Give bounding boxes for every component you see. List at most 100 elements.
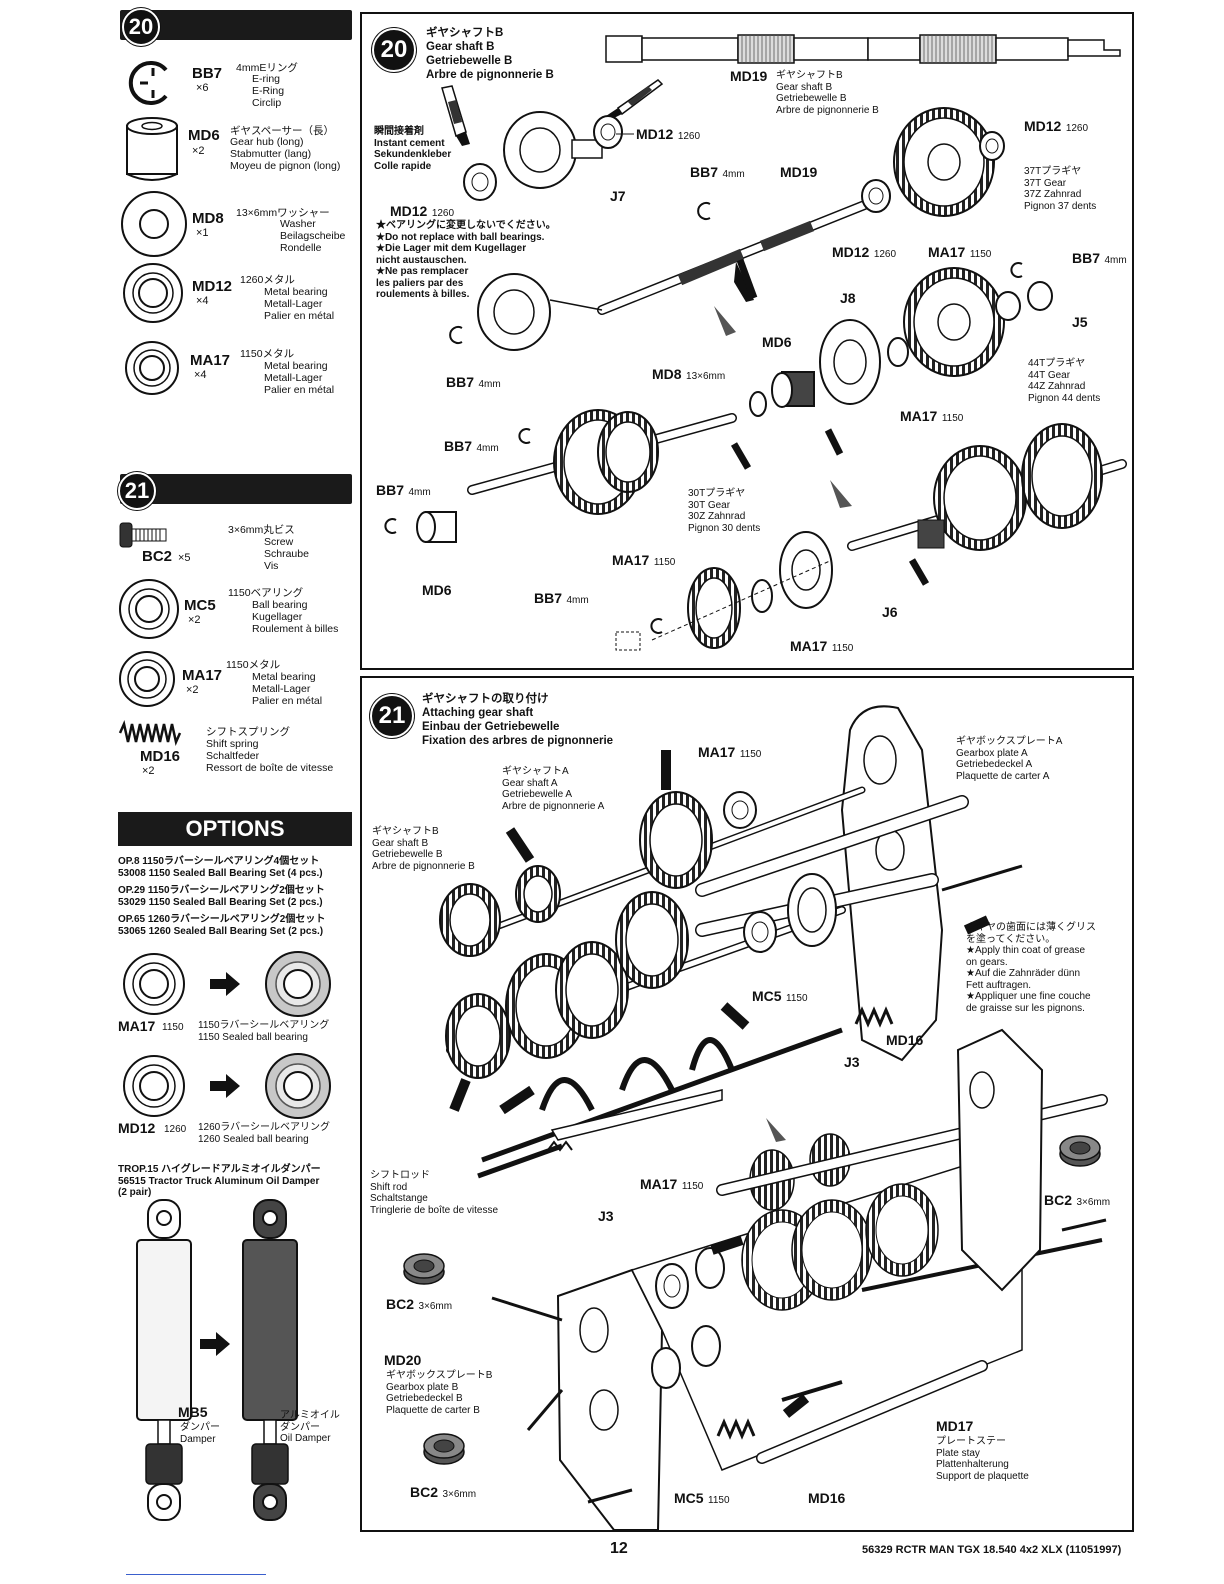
callout-md12: MD12 1260 [1024, 118, 1089, 134]
callout-md8: MD8 13×6mm [652, 366, 726, 382]
options-title: OPTIONS [118, 812, 352, 846]
callout-bc2: BC2 3×6mm [1044, 1192, 1111, 1208]
callout-mc5: MC5 1150 [674, 1490, 730, 1506]
plate-stay-code: MD17 [936, 1418, 974, 1434]
callout-mc5: MC5 1150 [752, 988, 808, 1004]
option-num: 1150 [162, 1022, 184, 1033]
part-code: MC5 [184, 597, 216, 614]
part-jp: ギヤスペーサー（長） [230, 125, 335, 137]
callout-bb7: BB7 4mm [376, 482, 431, 498]
metal-bearing-icon [119, 651, 175, 707]
part-jp: 1150ベアリング [228, 587, 304, 599]
part-qty: ×2 [192, 145, 205, 157]
part-jp: 1260メタル [240, 274, 295, 286]
callout-j8: J8 [840, 290, 856, 306]
part-jp: 1150メタル [240, 348, 295, 360]
callout-ma17: MA17 1150 [640, 1176, 704, 1192]
warning-text: ★ベアリングに変更しないでください。★Do not replace with b… [376, 220, 556, 300]
page-number: 12 [610, 1540, 628, 1557]
part-qty: ×2 [188, 614, 201, 626]
part-qty: ×2 [142, 765, 155, 777]
instant-cement-icon [441, 85, 470, 146]
part-code: MD6 [188, 127, 220, 144]
part-desc: Gear hub (long)Stabmutter (lang)Moyeu de… [230, 136, 341, 172]
callout-md16: MD16 [808, 1490, 846, 1506]
callout-j7: J7 [610, 188, 626, 204]
part-jp: 3×6mm丸ビス [228, 524, 295, 536]
part-qty: ×1 [196, 227, 209, 239]
callout-ma17: MA17 1150 [900, 408, 964, 424]
callout-j6: J6 [882, 604, 898, 620]
gear-shaft-b-drawing [605, 34, 1121, 64]
callout-md12: MD12 1260 [832, 244, 897, 260]
callout-bb7: BB7 4mm [534, 590, 589, 606]
option-code: MA17 [118, 1018, 156, 1034]
callout-ma17: MA17 1150 [698, 744, 762, 760]
callout-j3: J3 [598, 1208, 614, 1224]
footer-text: 56329 RCTR MAN TGX 18.540 4x2 XLX (11051… [862, 1544, 1122, 1556]
washer-icon [121, 191, 187, 257]
part-qty: ×5 [178, 552, 191, 564]
step21-parts-number: 21 [118, 472, 156, 510]
part-code: MA17 [182, 667, 223, 684]
callout-ma17: MA17 1150 [612, 552, 676, 568]
e-ring-icon [128, 61, 168, 105]
arrow-right-icon [210, 1074, 240, 1098]
part-code: MD12 [192, 278, 233, 295]
step20-parts-number: 20 [122, 8, 160, 46]
arrow-right-icon [200, 1332, 230, 1356]
part-code: BC2 [142, 548, 173, 565]
metal-bearing-icon [125, 341, 179, 395]
part-code: MA17 [190, 352, 231, 369]
part-code: BB7 [192, 65, 223, 82]
callout-bc2: BC2 3×6mm [386, 1296, 453, 1312]
footer-rule [126, 1574, 266, 1575]
warning-md12: MD12 1260 [390, 203, 455, 219]
md19-code: MD19 [730, 68, 768, 84]
callout-bb7: BB7 4mm [444, 438, 499, 454]
sealed-bearing-icon [265, 1053, 331, 1119]
callout-ma17: MA17 1150 [928, 244, 992, 260]
part-code: MD8 [192, 210, 224, 227]
damper-code: MB5 [178, 1404, 208, 1420]
callout-md12: MD12 1260 [636, 126, 701, 142]
part-jp: 4mmEリング [236, 62, 298, 74]
metal-bearing-icon [123, 953, 185, 1015]
part-qty: ×4 [194, 369, 207, 381]
option-num: 1260 [164, 1124, 187, 1135]
callout-bc2: BC2 3×6mm [410, 1484, 477, 1500]
arrow-right-icon [210, 972, 240, 996]
ball-bearing-icon [119, 579, 179, 639]
callout-md19: MD19 [780, 164, 818, 180]
grease-note: ★ギヤの歯面には薄くグリスを塗ってください。★Apply thin coat o… [966, 922, 1096, 1014]
part-jp: シフトスプリング [206, 726, 290, 738]
step20-number: 20 [372, 28, 416, 72]
part-qty: ×2 [186, 684, 199, 696]
callout-md6: MD6 [422, 582, 452, 598]
part-qty: ×4 [196, 295, 209, 307]
part-qty: ×6 [196, 82, 209, 94]
step21-number: 21 [370, 694, 414, 738]
